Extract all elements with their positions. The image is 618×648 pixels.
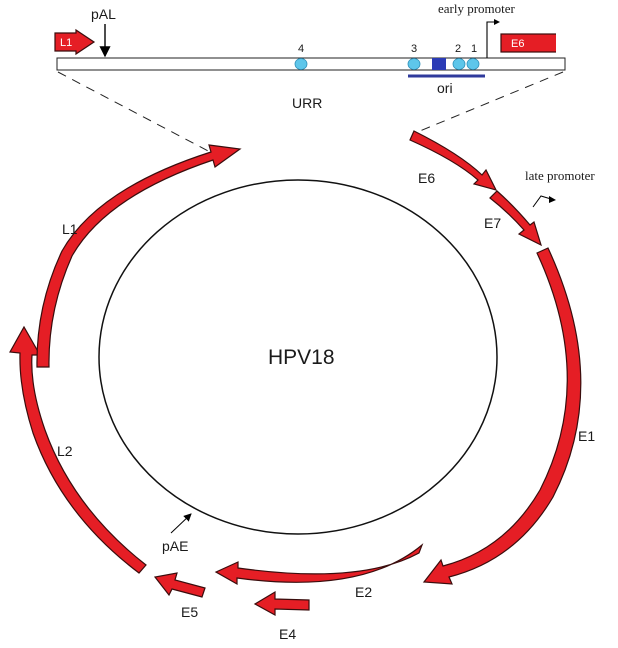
binding-site-3-label: 3 (411, 43, 417, 55)
late-promoter-label: late promoter (525, 168, 595, 183)
urr-e6-box: E6 (500, 33, 564, 53)
gene-e7-label: E7 (484, 215, 501, 231)
gene-e7-arrow (489, 190, 542, 247)
urr-bar (56, 57, 566, 71)
genome-title: HPV18 (268, 346, 335, 369)
binding-site-3: 3 (407, 43, 421, 70)
urr-e6-label: E6 (511, 38, 524, 50)
pae-marker: pAE (162, 513, 192, 554)
binding-site-2: 2 (452, 43, 466, 70)
zoom-line-right (414, 71, 564, 134)
early-promoter-label: early promoter (438, 1, 516, 16)
urr-l1-arrow: L1 (54, 28, 96, 56)
gene-e4-arrow (253, 590, 310, 617)
binding-site-1: 1 (466, 43, 480, 70)
gene-e6-label: E6 (418, 170, 435, 186)
early-promoter-marker: early promoter (438, 1, 516, 58)
binding-site-4-label: 4 (298, 43, 304, 55)
pal-label: pAL (91, 6, 116, 22)
zoom-line-left (57, 71, 213, 154)
urr-label: URR (292, 95, 322, 111)
ori-label: ori (437, 80, 453, 96)
gene-l2-label: L2 (57, 443, 73, 459)
gene-l2-arrow (9, 325, 147, 574)
gene-e2-arrow (214, 543, 424, 586)
genome-circle (98, 179, 498, 535)
gene-e6-arrow (409, 130, 498, 191)
late-promoter-marker (532, 195, 556, 208)
pae-label: pAE (162, 538, 188, 554)
gene-e1-label: E1 (578, 428, 595, 444)
urr-l1-label: L1 (60, 37, 72, 49)
gene-l1-arrow (36, 144, 242, 368)
gene-e2-label: E2 (355, 584, 372, 600)
binding-site-2-label: 2 (455, 43, 461, 55)
gene-e1-arrow (422, 247, 582, 585)
urr-map: L1 pAL E6 early promoter 4 3 (54, 1, 566, 154)
pal-marker: pAL (91, 6, 116, 58)
gene-e5-label: E5 (181, 604, 198, 620)
binding-site-4: 4 (294, 43, 308, 70)
binding-site-1-label: 1 (471, 43, 477, 55)
gene-e5-arrow (153, 572, 206, 598)
ori-box (432, 58, 446, 70)
gene-e4-label: E4 (279, 626, 296, 642)
gene-l1-label: L1 (62, 221, 78, 237)
